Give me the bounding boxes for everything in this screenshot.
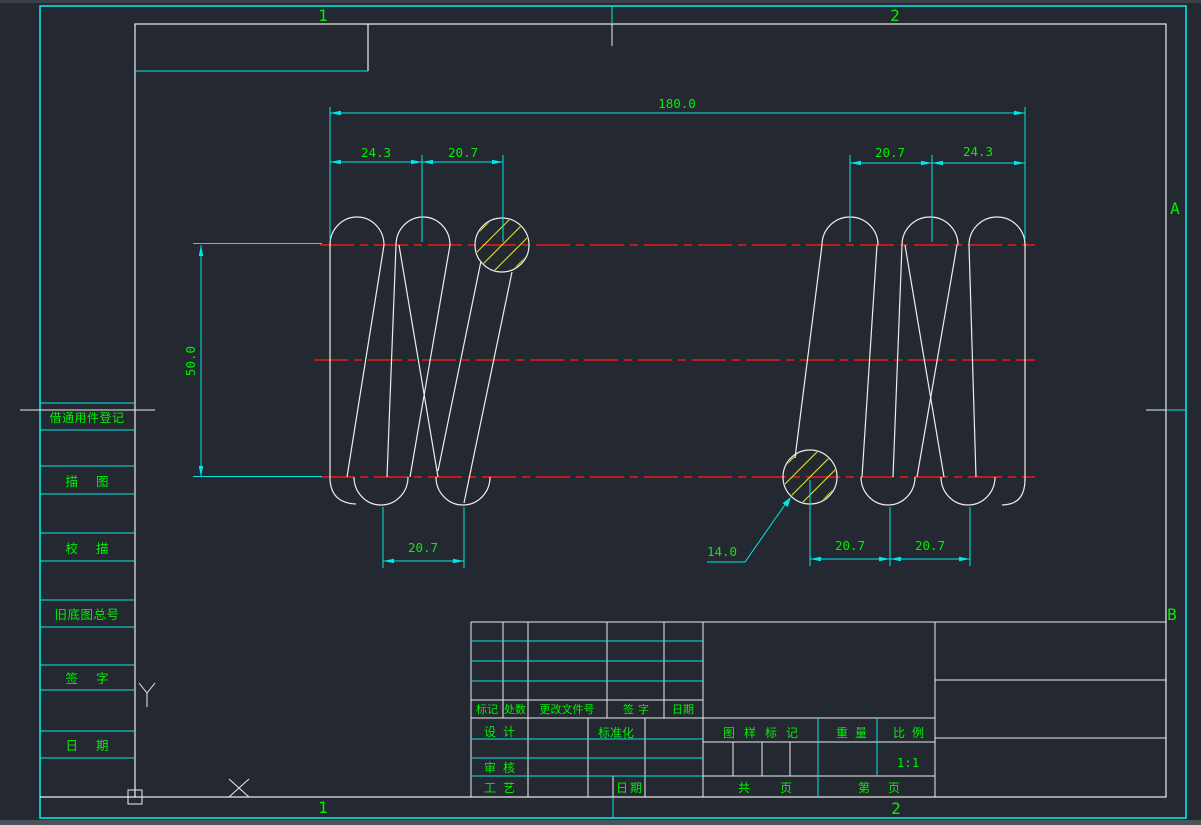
dim-wire-diameter: 14.0 [707,544,737,559]
zone-right-a: A [1170,199,1180,218]
ucs-markers [127,682,250,805]
dim-top-right-end: 24.3 [963,144,993,159]
revision-col-mark: 标记 [476,702,498,716]
dimension-arrows [198,110,1025,564]
revision-col-change-file-no: 更改文件号 [540,702,595,716]
label-process: 工艺 [484,781,522,795]
sidebar-item-tracing: 描图 [65,474,126,489]
centerlines [314,244,1035,478]
window-top-edge [0,0,1201,3]
sheet-frame: 1 2 1 2 A B [20,5,1187,819]
sidebar-grid [40,402,134,759]
sidebar-item-check-tracing: 校描 [65,541,126,556]
label-weight: 重量 [836,726,874,740]
window-bottom-edge [0,820,1201,825]
title-block: 标记 处数 更改文件号 签字 日期 设计 标准化 审核 工艺 日期 图样标记 重… [470,621,1166,797]
revision-col-count: 处数 [504,703,526,716]
dim-bottom-right-pitch-b: 20.7 [915,538,945,553]
outer-border [39,5,1187,819]
dimension-lines [200,112,1025,563]
ucs-y-axis-icon [138,682,156,707]
dim-bottom-right-pitch-a: 20.7 [835,538,865,553]
spring-right-view [782,216,1026,506]
extension-lines [193,107,1026,568]
revision-col-date: 日期 [672,703,694,716]
dim-bottom-left-pitch: 20.7 [408,540,438,555]
spring-drawing [314,216,1035,506]
dimension-annotations: 180.0 24.3 20.7 20.7 24.3 50.0 20.7 20.7… [183,96,1026,568]
label-scale: 比例 [893,726,931,740]
label-page-number: 第页 [858,781,918,795]
zone-right-b: B [1167,605,1177,624]
label-drawing-mark: 图样标记 [723,725,807,740]
label-total-pages: 共页 [738,781,822,795]
label-date: 日期 [616,781,644,795]
dim-top-left-end: 24.3 [361,145,391,160]
zone-top-1: 1 [318,6,328,25]
label-design: 设计 [484,725,522,739]
sidebar-item-borrow-register: 借通用件登记 [49,410,124,425]
leader-line-wire-dia [707,498,790,563]
spring-left-view [329,216,530,506]
sidebar-item-old-drawing-no: 旧底图总号 [54,607,119,622]
cursor-cross-mark [228,778,250,798]
revision-col-signature: 签字 [623,702,653,716]
dim-top-left-pitch: 20.7 [448,145,478,160]
sidebar-item-signature: 签字 [65,671,126,686]
label-audit: 审核 [484,760,522,775]
zone-bottom-1: 1 [318,798,328,817]
dim-top-right-pitch: 20.7 [875,145,905,160]
margin-sidebar: 借通用件登记 描图 校描 旧底图总号 签字 日期 [40,402,134,759]
scale-value: 1:1 [897,755,920,770]
zone-bottom-2: 2 [891,799,901,818]
dim-outer-diameter: 50.0 [183,346,198,376]
sidebar-item-date: 日期 [65,738,126,753]
ucs-origin-box [127,789,143,805]
zone-top-2: 2 [890,6,900,25]
label-standardization: 标准化 [598,726,634,740]
dim-total-length: 180.0 [658,96,696,111]
title-block-grid [470,621,1166,797]
wire-section-circle-top [474,217,530,273]
